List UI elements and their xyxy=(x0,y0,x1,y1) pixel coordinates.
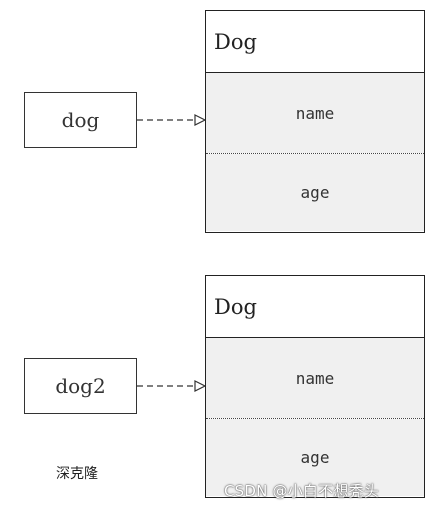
object-box-dog: Dog name age xyxy=(205,10,425,233)
field-label: name xyxy=(295,103,335,123)
dashed-arrow xyxy=(137,380,207,392)
field-age: age xyxy=(206,419,424,496)
csdn-watermark: CSDN @小白不想秃头 xyxy=(224,482,379,500)
caption-deep-clone: 深克隆 xyxy=(56,466,98,482)
field-divider xyxy=(206,418,424,419)
object-title: Dog xyxy=(206,276,424,338)
field-label: name xyxy=(295,368,335,388)
object-title: Dog xyxy=(206,11,424,73)
field-label: age xyxy=(300,448,330,467)
field-divider xyxy=(206,153,424,154)
field-name: name xyxy=(206,338,424,418)
field-age: age xyxy=(206,154,424,231)
field-name: name xyxy=(206,73,424,153)
reference-box-dog2: dog2 xyxy=(24,358,137,414)
reference-label: dog xyxy=(61,108,100,132)
dashed-arrow xyxy=(137,114,207,126)
reference-label: dog2 xyxy=(55,374,106,398)
field-label: age xyxy=(300,183,330,202)
reference-box-dog: dog xyxy=(24,92,137,148)
object-box-dog2: Dog name age xyxy=(205,275,425,498)
